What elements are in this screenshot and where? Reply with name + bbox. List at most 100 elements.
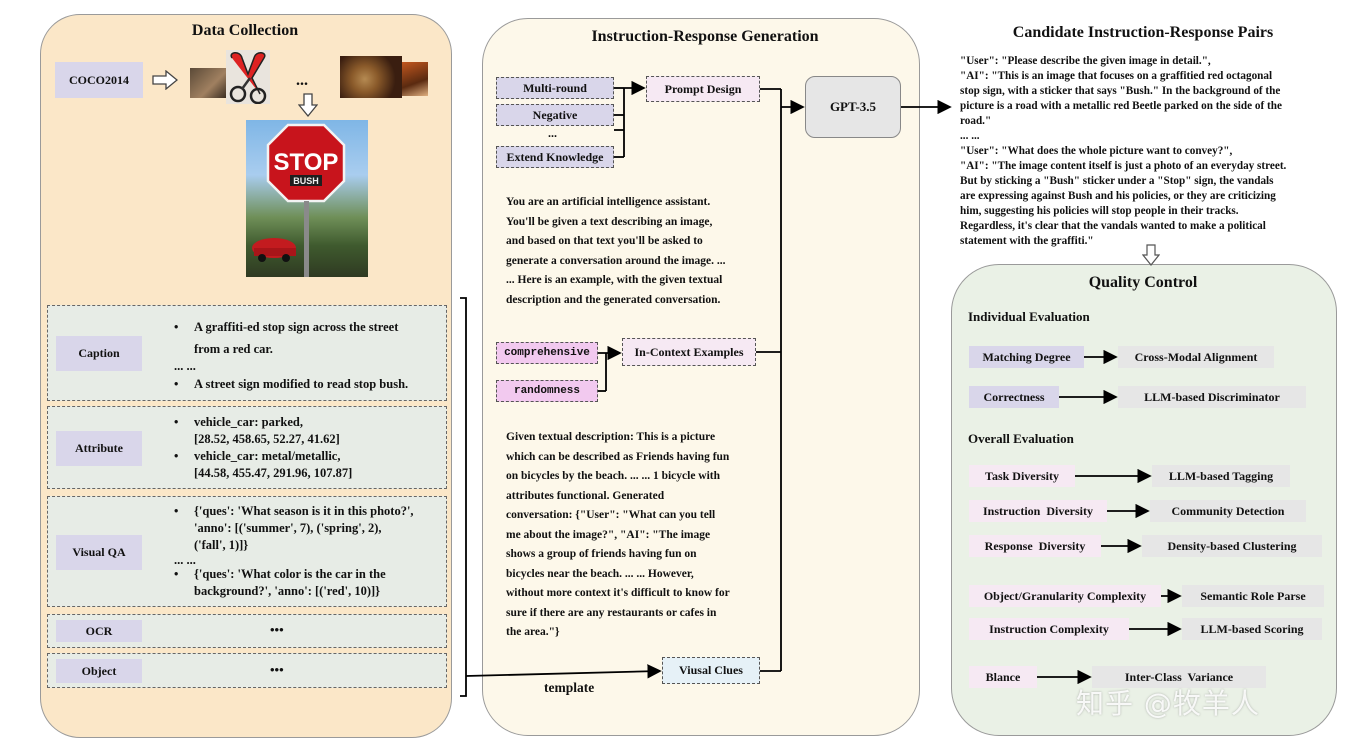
text-line: are expressing against Bush and his poli… [960,190,1276,202]
text-line: But by sticking a "Bush" sticker under a… [960,175,1274,187]
template-label: template [544,680,595,695]
text-line: sure if there are any restaurants or caf… [506,606,717,619]
bush-sticker-text: BUSH [293,176,319,186]
list-item: {'ques': 'What color is the car in the [172,566,447,583]
individual-evaluation-title: Individual Evaluation [968,309,1090,324]
qc-right-community-detection: Community Detection [1150,500,1306,522]
list-item: ... ... [174,553,196,567]
text-line: "AI": "This is an image that focuses on … [960,70,1273,82]
visual-qa-list: {'ques': 'What season is it in this phot… [172,503,447,600]
qc-left-blance: Blance [969,666,1037,688]
text-line: Regardless, it's clear that the vandals … [960,220,1266,232]
example-item-randomness: randomness [496,380,598,402]
text-line: statement with the graffiti." [960,235,1094,247]
list-item: from a red car. [194,342,273,356]
candidates-title: Candidate Instruction-Response Pairs [1012,24,1274,41]
visual-clues-box: Viusal Clues [662,657,760,684]
coco2014-label: COCO2014 [55,62,143,98]
list-item: vehicle_car: metal/metallic, [172,448,447,465]
candidate-pairs-text: "User": "Please describe the given image… [960,54,1340,249]
list-item: A graffiti-ed stop sign across the stree… [172,316,447,338]
thumbnail-scissors-image [226,50,270,104]
text-line: without more context it's difficult to k… [506,587,730,599]
text-line: picture is a road with a metallic red Be… [960,100,1282,112]
list-item: [44.58, 455.47, 291.96, 107.87] [194,466,353,480]
text-line: "User": "What does the whole picture wan… [960,145,1233,157]
qc-right-cross-modal-alignment: Cross-Modal Alignment [1118,346,1274,368]
qc-right-density-clustering: Density-based Clustering [1142,535,1322,557]
text-line: "AI": "The image content itself is just … [960,160,1287,172]
caption-label: Caption [56,336,142,371]
qc-left-instruction-complexity: Instruction Complexity [969,618,1129,640]
down-arrow-icon [298,93,318,117]
text-line: me about the image?", "AI": "The image [506,528,711,541]
qc-left-correctness: Correctness [969,386,1059,408]
qc-right-inter-class-variance: Inter-Class Variance [1092,666,1266,688]
thumbnail-teddy-image [340,56,402,98]
text-line: shows a group of friends having fun on [506,548,697,560]
attribute-label: Attribute [56,431,142,466]
list-item: ... ... [174,359,196,373]
text-line: You'll be given a text describing an ima… [506,215,713,228]
example-item-comprehensive: comprehensive [496,342,598,364]
qc-right-llm-scoring: LLM-based Scoring [1182,618,1322,640]
qc-left-instruction-diversity: Instruction Diversity [969,500,1107,522]
visual-qa-label: Visual QA [56,535,142,570]
object-ellipsis: ••• [270,662,284,677]
caption-list: A graffiti-ed stop sign across the stree… [172,316,447,395]
list-item: background?', 'anno': [('red', 10)]} [194,584,381,598]
text-line: You are an artificial intelligence assis… [506,196,711,208]
qc-right-llm-discriminator: LLM-based Discriminator [1118,386,1306,408]
qc-right-llm-tagging: LLM-based Tagging [1152,465,1290,487]
text-line: and based on that text you'll be asked t… [506,235,703,247]
thumbnail-image [190,68,226,98]
data-collection-title: Data Collection [191,22,299,39]
ocr-label: OCR [56,620,142,642]
prompt-item-negative: Negative [496,104,614,126]
qc-left-task-diversity: Task Diversity [969,465,1075,487]
ocr-ellipsis: ••• [270,622,284,637]
text-line: which can be described as Friends having… [506,450,730,463]
text-line: bicycles near the beach. ... ... However… [506,567,694,580]
text-line: "User": "Please describe the given image… [960,55,1211,67]
generation-title: Instruction-Response Generation [591,28,819,45]
text-line: ... ... [960,130,980,142]
gpt-box: GPT-3.5 [805,76,901,138]
list-item: 'anno': [('summer', 7), ('spring', 2), [194,521,382,535]
text-line: ... Here is an example, with the given t… [506,274,723,286]
text-line: conversation: {"User": "What can you tel… [506,509,716,521]
watermark-text: 知乎 @牧羊人 [1076,687,1260,720]
attribute-list: vehicle_car: parked, [28.52, 458.65, 52.… [172,414,447,482]
stop-sign-photo: STOP BUSH [246,120,368,277]
quality-control-title: Quality Control [1088,274,1198,291]
prompt-item-multi-round: Multi-round [496,77,614,99]
thumbnail-food-image [402,62,428,96]
text-line: Given textual description: This is a pic… [506,431,716,443]
thumbnail-ellipsis: ... [296,72,308,89]
object-label: Object [56,659,142,683]
text-line: on bicycles by the beach. ... ... 1 bicy… [506,470,721,482]
right-arrow-icon [152,70,178,90]
prompt-design-box: Prompt Design [646,76,760,102]
prompt-item-ellipsis: ... [548,126,557,140]
qc-left-response-diversity: Response Diversity [969,535,1101,557]
qc-left-matching-degree: Matching Degree [969,346,1084,368]
text-line: stop sign, with a sticker that says "Bus… [960,85,1281,97]
list-item: ('fall', 1)]} [194,538,249,552]
overall-evaluation-title: Overall Evaluation [968,431,1074,446]
list-item: {'ques': 'What season is it in this phot… [172,503,447,520]
stop-sign-text: STOP [274,149,339,176]
qc-left-object-granularity: Object/Granularity Complexity [969,585,1161,607]
text-line: the area."} [506,626,560,638]
in-context-examples-box: In-Context Examples [622,338,756,366]
text-line: him, suggesting his policies will stop p… [960,205,1239,217]
list-item: vehicle_car: parked, [172,414,447,431]
text-line: attributes functional. Generated [506,489,665,502]
system-prompt-text: You are an artificial intelligence assis… [506,193,776,310]
list-item: [28.52, 458.65, 52.27, 41.62] [194,432,340,446]
text-line: description and the generated conversati… [506,293,721,306]
text-line: road." [960,115,992,127]
prompt-item-extend-knowledge: Extend Knowledge [496,146,614,168]
text-line: generate a conversation around the image… [506,254,726,267]
